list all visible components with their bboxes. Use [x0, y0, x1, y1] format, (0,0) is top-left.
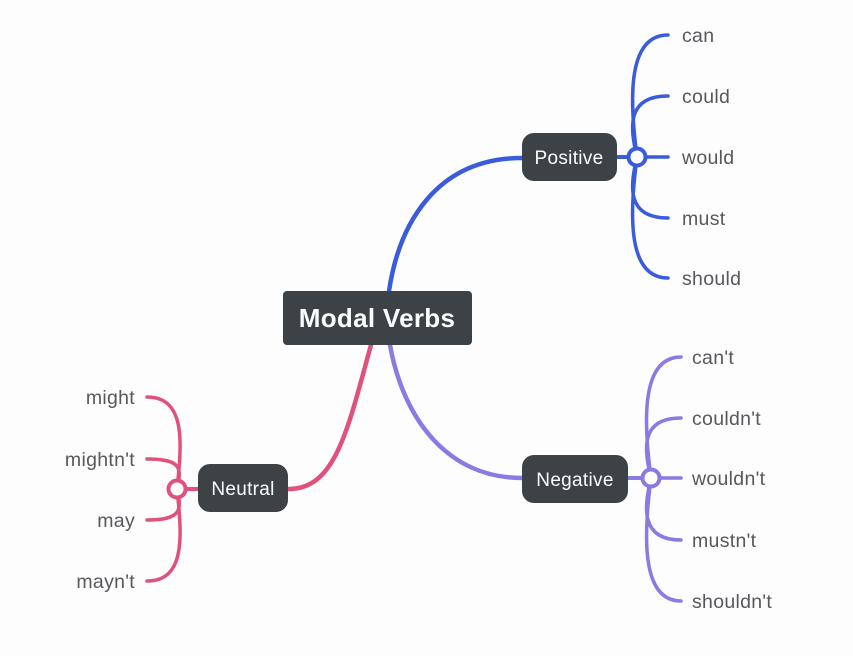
edge-neutral-might — [145, 395, 182, 491]
leaf-couldnt[interactable]: couldn't — [692, 408, 761, 430]
leaf-should[interactable]: should — [682, 268, 741, 290]
node-negative[interactable] — [522, 455, 628, 503]
negative-hub[interactable] — [640, 467, 662, 489]
leaf-may[interactable]: may — [97, 510, 135, 532]
node-positive[interactable] — [522, 133, 617, 181]
edge-neutral-maynt — [145, 487, 182, 583]
branch-neutral: Neutral might mightn't may mayn't — [65, 342, 374, 593]
node-root-label: Modal Verbs — [299, 303, 455, 333]
edge-root-to-neutral — [286, 342, 374, 492]
positive-hub[interactable] — [626, 146, 648, 168]
node-positive-label: Positive — [535, 148, 604, 169]
node-root[interactable] — [283, 291, 472, 345]
leaf-would[interactable]: would — [681, 147, 734, 169]
leaf-might[interactable]: might — [86, 387, 135, 409]
leaf-maynt[interactable]: mayn't — [76, 571, 135, 593]
leaf-cant[interactable]: can't — [692, 347, 734, 369]
leaf-wouldnt[interactable]: wouldn't — [691, 468, 766, 490]
node-negative-label: Negative — [536, 470, 613, 491]
neutral-hub[interactable] — [166, 478, 188, 500]
branch-positive: Positive can could would must should — [386, 25, 741, 294]
leaf-shouldnt[interactable]: shouldn't — [692, 591, 772, 613]
edge-root-to-positive — [386, 155, 525, 294]
leaf-mightnt[interactable]: mightn't — [65, 449, 135, 471]
edge-root-to-negative — [387, 342, 525, 481]
root-node-group: Modal Verbs — [283, 291, 472, 345]
edge-positive-should — [630, 155, 670, 280]
leaf-can[interactable]: can — [682, 25, 714, 47]
node-neutral-label: Neutral — [211, 479, 274, 500]
leaf-must[interactable]: must — [682, 208, 726, 230]
node-neutral[interactable] — [198, 464, 288, 512]
branch-negative: Negative can't couldn't wouldn't mustn't… — [387, 342, 772, 613]
leaf-could[interactable]: could — [682, 86, 730, 108]
leaf-mustnt[interactable]: mustn't — [692, 530, 757, 552]
edge-negative-shouldnt — [644, 476, 683, 603]
